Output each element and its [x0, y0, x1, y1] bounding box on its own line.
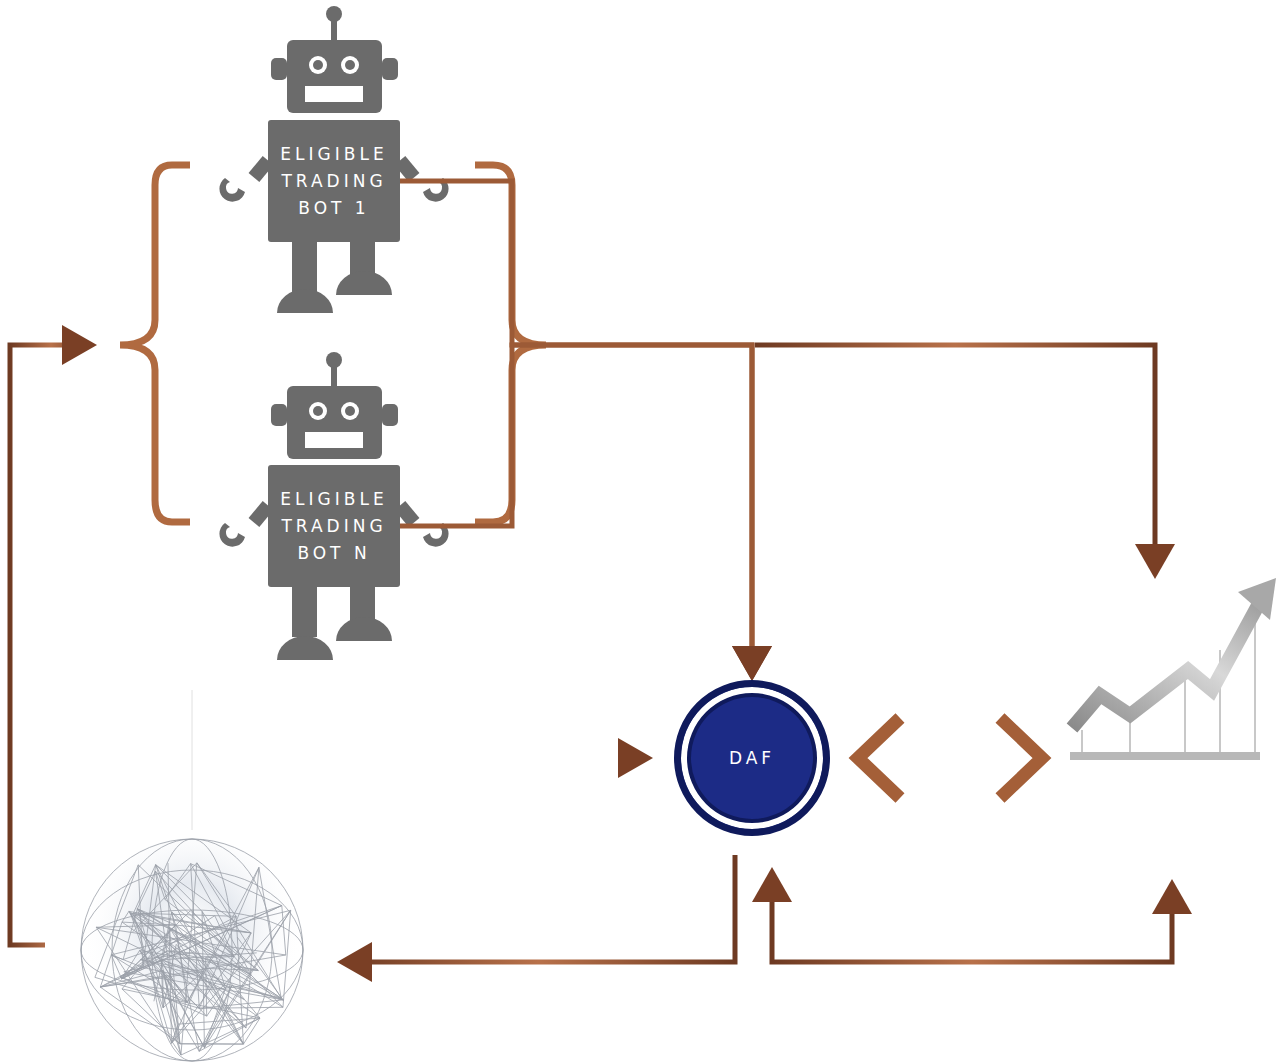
- robot-body: ELIGIBLE TRADING BOT N: [268, 465, 400, 587]
- node-label: ELIGIBLE TRADING BOT 1: [274, 141, 394, 222]
- node-label: ELIGIBLE TRADING BOT N: [274, 486, 394, 567]
- chevrons: [858, 718, 1042, 798]
- connector: [400, 345, 752, 676]
- connector: [400, 181, 752, 676]
- robot-figure: [219, 6, 448, 313]
- daf-circle: DAF: [674, 680, 830, 836]
- robot-body: ELIGIBLE TRADING BOT 1: [268, 120, 400, 242]
- network-globe: [80, 690, 304, 1062]
- chart-icon: [1070, 578, 1276, 760]
- robot-figure: [219, 352, 448, 660]
- brace: [120, 165, 190, 522]
- node-label: DAF: [729, 748, 775, 768]
